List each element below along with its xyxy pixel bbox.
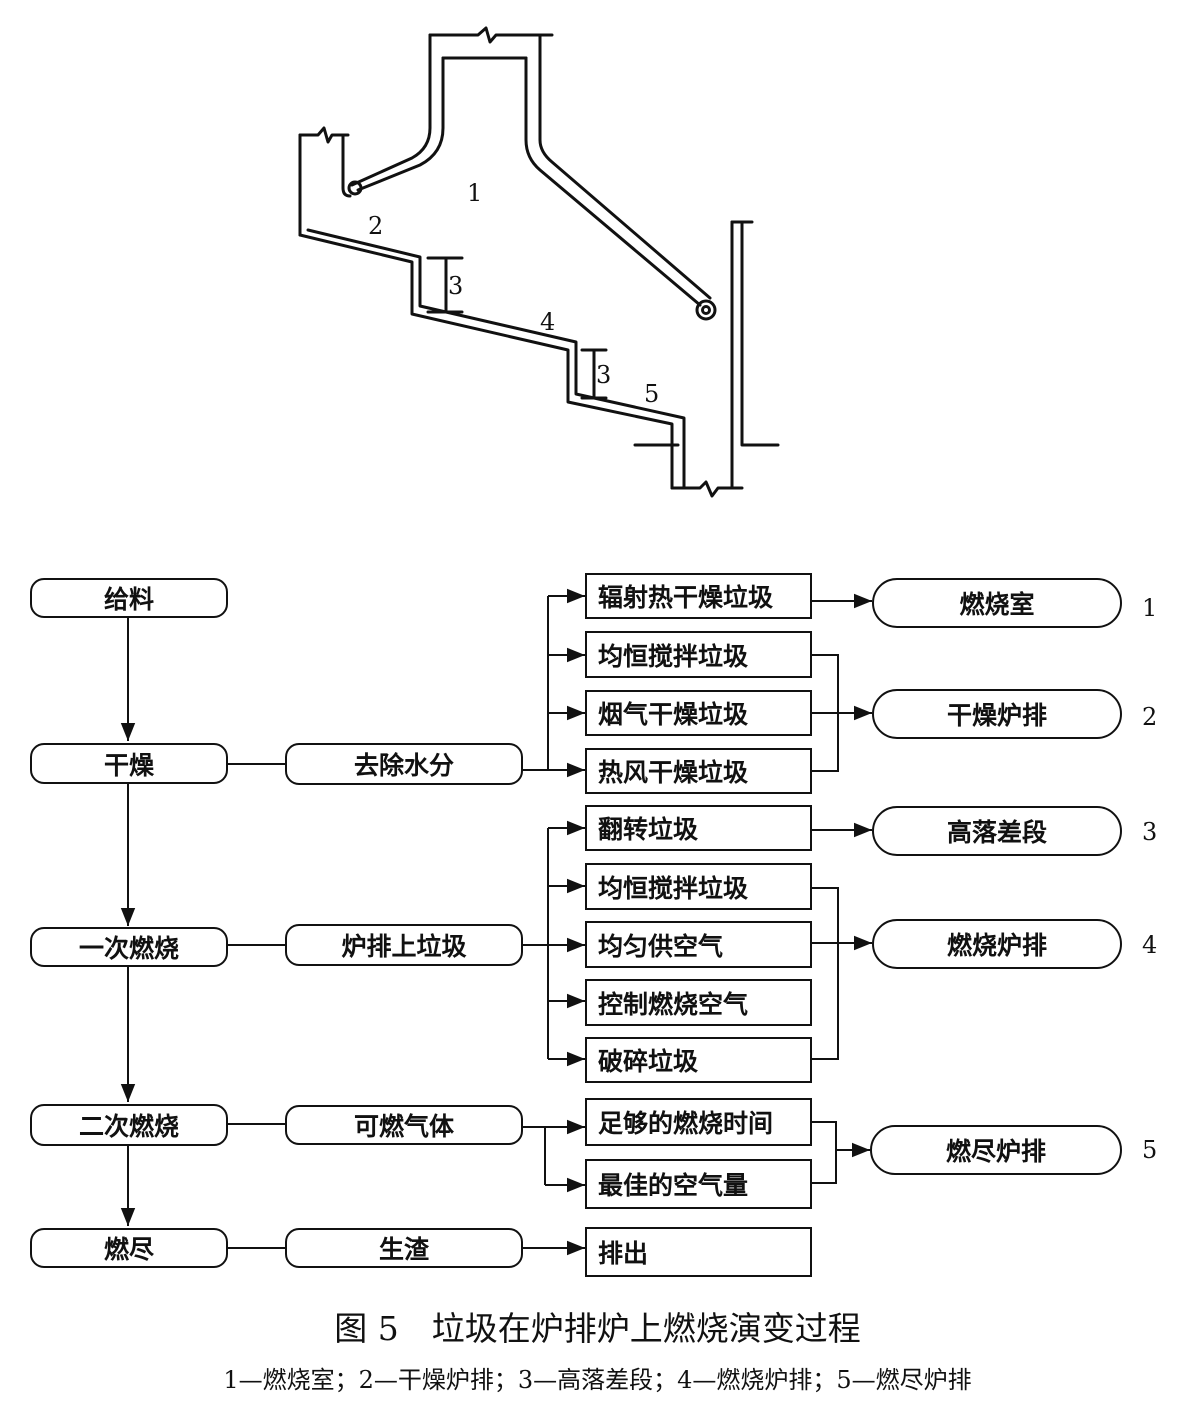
action-box: 均匀供空气	[585, 921, 812, 968]
furnace-label-3b: 3	[596, 361, 611, 389]
stage-primary-combustion: 一次燃烧	[30, 927, 228, 967]
zone-label: 燃尽炉排	[945, 1137, 1046, 1166]
stage-label: 燃尽	[103, 1235, 154, 1264]
figure-caption-title: 图 5 垃圾在炉排炉上燃烧演变过程	[334, 1309, 861, 1348]
zone-number: 4	[1142, 931, 1158, 959]
action-box: 辐射热干燥垃圾	[585, 573, 812, 619]
furnace-label-2: 2	[368, 212, 383, 240]
chimney-right-wall	[524, 56, 702, 307]
chimney-left-wall	[350, 33, 432, 187]
action-label: 破碎垃圾	[598, 1047, 699, 1076]
furnace-label-3a: 3	[448, 272, 463, 300]
stage-burnout: 燃尽	[30, 1228, 228, 1268]
action-box: 排出	[585, 1227, 812, 1277]
stage-label: 二次燃烧	[78, 1112, 179, 1141]
action-label: 均恒搅拌垃圾	[598, 641, 749, 671]
zone-burnout-grate: 燃尽炉排	[870, 1125, 1122, 1175]
furnace-cross-section-diagram: 1 2 3 4 3 5	[298, 26, 780, 498]
flowchart-connectors	[120, 588, 872, 1256]
stage-label: 一次燃烧	[78, 934, 179, 963]
zone-label: 燃烧室	[959, 590, 1035, 619]
process-combustible-gas: 可燃气体	[285, 1105, 523, 1145]
stage-label: 给料	[103, 585, 154, 614]
action-label: 辐射热干燥垃圾	[598, 583, 774, 612]
zone-high-drop-section: 高落差段	[872, 806, 1122, 856]
action-label: 均恒搅拌垃圾	[598, 873, 749, 903]
zone-label: 干燥炉排	[946, 701, 1047, 730]
action-label: 均匀供空气	[598, 931, 724, 961]
figure-caption-legend: 1—燃烧室；2—干燥炉排；3—高落差段；4—燃烧炉排；5—燃尽炉排	[223, 1366, 972, 1394]
action-box: 破碎垃圾	[585, 1037, 812, 1083]
furnace-label-5: 5	[644, 380, 659, 408]
zone-number: 5	[1142, 1136, 1158, 1164]
action-box: 控制燃烧空气	[585, 979, 812, 1026]
furnace-label-4: 4	[540, 308, 555, 336]
grate-outline	[298, 233, 674, 490]
action-box: 均恒搅拌垃圾	[585, 863, 812, 910]
action-label: 控制燃烧空气	[598, 989, 749, 1019]
process-slag: 生渣	[285, 1228, 523, 1268]
action-label: 翻转垃圾	[598, 815, 699, 844]
zone-label: 高落差段	[946, 818, 1047, 847]
furnace-label-1: 1	[467, 179, 482, 207]
action-label: 热风干燥垃圾	[598, 758, 749, 787]
action-box: 翻转垃圾	[585, 805, 812, 851]
action-box: 均恒搅拌垃圾	[585, 631, 812, 678]
action-label: 烟气干燥垃圾	[598, 700, 749, 729]
zone-number: 1	[1142, 594, 1158, 622]
process-remove-moisture: 去除水分	[285, 743, 523, 785]
action-box: 最佳的空气量	[585, 1159, 812, 1209]
stage-secondary-combustion: 二次燃烧	[30, 1104, 228, 1146]
action-label: 最佳的空气量	[598, 1171, 749, 1200]
zone-combustion-chamber: 燃烧室	[872, 578, 1122, 628]
process-label: 炉排上垃圾	[341, 932, 467, 961]
process-label: 可燃气体	[353, 1112, 454, 1141]
action-box: 烟气干燥垃圾	[585, 690, 812, 736]
zone-number: 2	[1142, 703, 1158, 731]
chimney-break-line	[428, 26, 554, 44]
action-label: 足够的燃烧时间	[598, 1109, 774, 1138]
action-box: 足够的燃烧时间	[585, 1098, 812, 1146]
action-label: 排出	[598, 1239, 649, 1268]
process-waste-on-grate: 炉排上垃圾	[285, 924, 523, 966]
action-box: 热风干燥垃圾	[585, 748, 812, 794]
process-label: 去除水分	[353, 751, 454, 780]
process-label: 生渣	[378, 1235, 429, 1264]
stage-drying: 干燥	[30, 743, 228, 784]
zone-label: 燃烧炉排	[946, 931, 1047, 960]
stage-feeding: 给料	[30, 578, 228, 618]
zone-combustion-grate: 燃烧炉排	[872, 919, 1122, 969]
zone-number: 3	[1142, 818, 1158, 846]
stage-label: 干燥	[103, 750, 154, 780]
zone-drying-grate: 干燥炉排	[872, 689, 1122, 739]
